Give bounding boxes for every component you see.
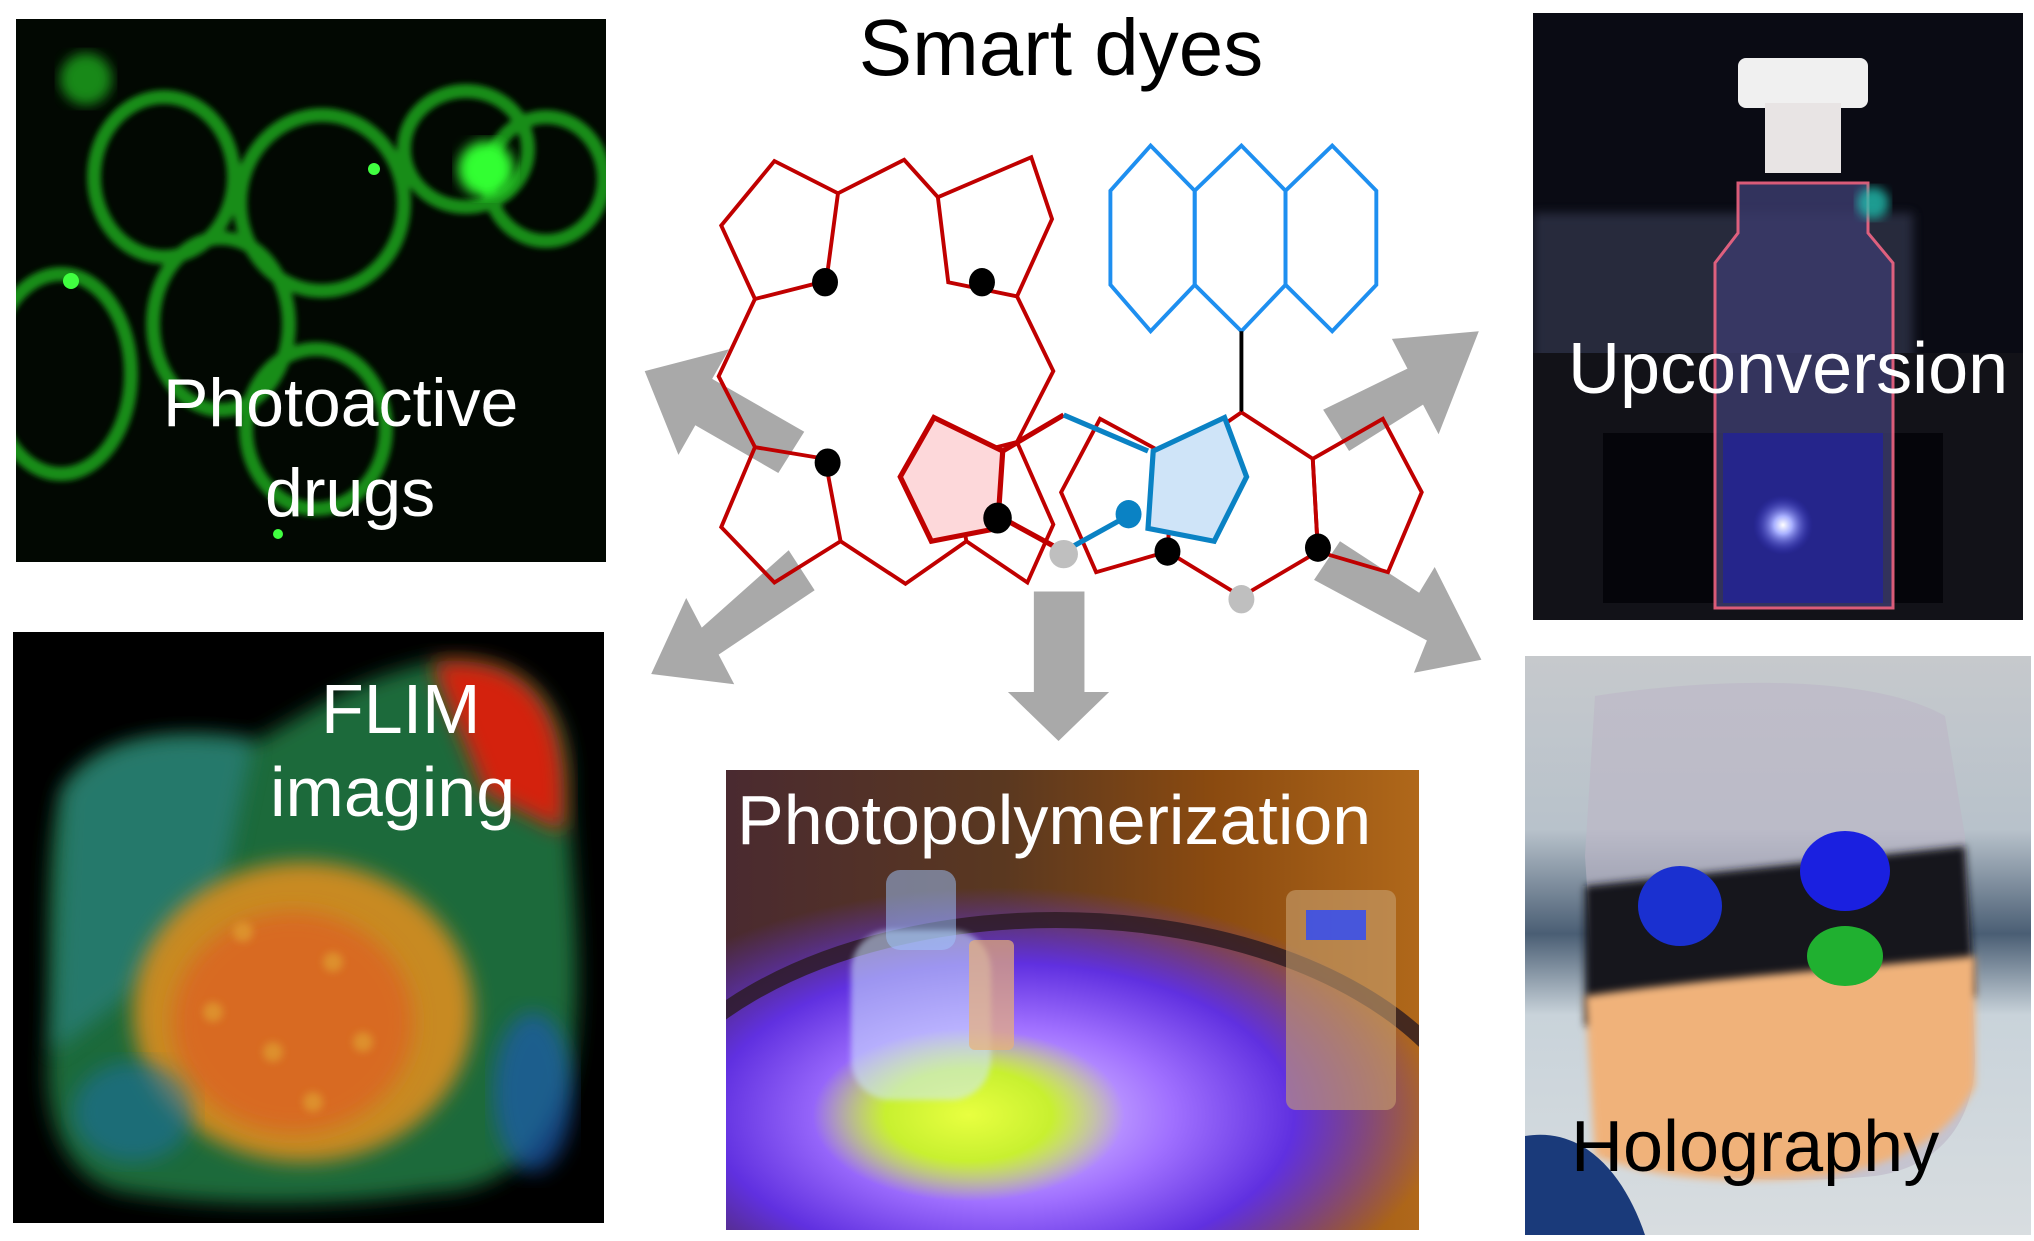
arrow-to-holography	[1314, 541, 1482, 673]
arrow-to-upconversion	[1323, 331, 1479, 452]
photoreactor-image	[726, 870, 1419, 1110]
arrow-to-photoactive-drugs	[644, 349, 805, 473]
label-holography: Holography	[1571, 1107, 1940, 1187]
panel-photoactive-drugs: Photoactive drugs	[16, 19, 606, 562]
panel-upconversion: Upconversion	[1533, 13, 2023, 620]
label-photopolymerization: Photopolymerization	[737, 781, 1372, 859]
arrow-group	[644, 331, 1482, 741]
arrow-to-photopolymerization	[1007, 591, 1110, 741]
panel-holography: Holography	[1525, 656, 2031, 1235]
panel-photopolymerization: Photopolymerization	[726, 770, 1419, 1230]
label-imaging: imaging	[270, 753, 516, 831]
label-flim: FLIM	[321, 670, 481, 748]
label-drugs: drugs	[265, 455, 436, 531]
fluorescent-cells-image	[16, 53, 606, 539]
dipyrrin-atoms	[1154, 533, 1331, 614]
figure-title: Smart dyes	[858, 3, 1264, 92]
acene-structure	[1108, 142, 1379, 335]
flim-organoid-image	[47, 660, 578, 1204]
hybrid-dye-structure	[897, 412, 1250, 569]
label-upconversion: Upconversion	[1568, 329, 2009, 409]
panel-flim-imaging: FLIM imaging	[13, 632, 604, 1223]
hologram-film-image	[1525, 682, 1975, 1235]
upconversion-cuvette-image	[1533, 58, 2023, 620]
arrow-to-flim	[651, 550, 815, 685]
label-photoactive: Photoactive	[163, 365, 519, 441]
